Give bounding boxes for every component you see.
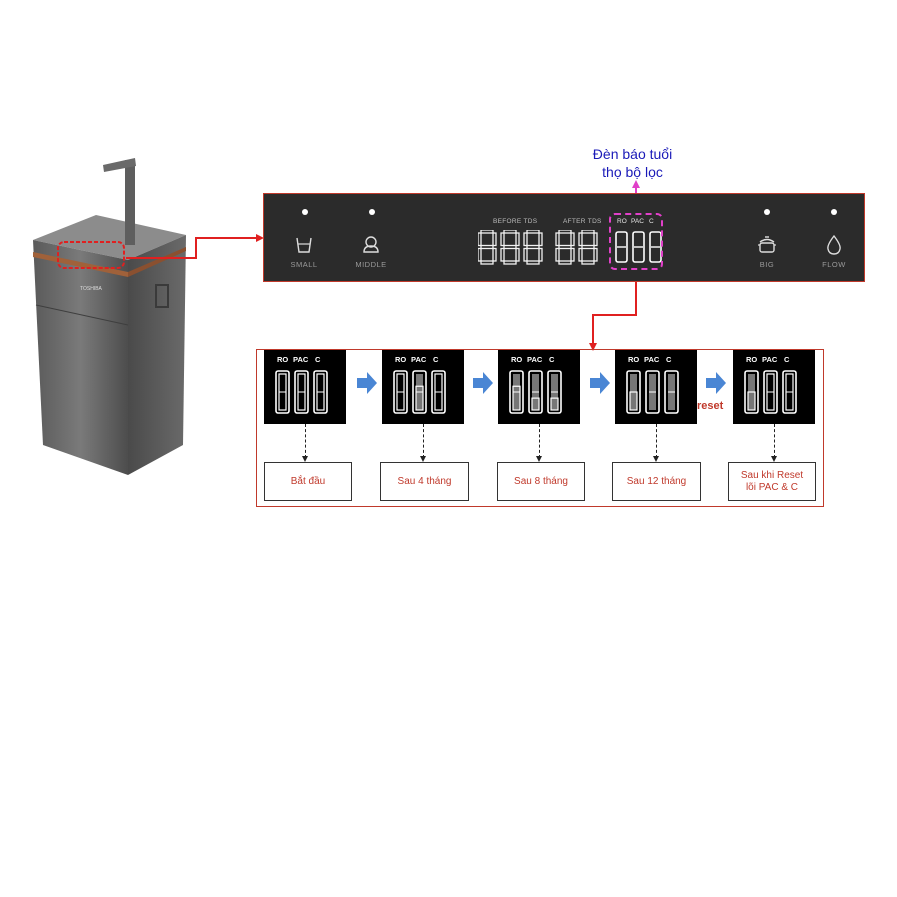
filter-gauge <box>547 370 562 414</box>
filter-gauge <box>528 370 543 414</box>
droplet-icon[interactable] <box>825 234 843 256</box>
stage-dashed-arrow <box>774 424 775 458</box>
kettle-icon[interactable] <box>361 234 381 254</box>
stage-indicator-panel: RO PAC C <box>733 350 815 424</box>
stage-dashed-arrow <box>305 424 306 458</box>
pot-icon[interactable] <box>756 234 778 256</box>
annotation-line-1: Đèn báo tuổi <box>592 146 673 162</box>
before-tds-label: BEFORE TDS <box>493 218 538 225</box>
stage-indicator-label: PAC <box>293 355 309 364</box>
stage-indicator-label: RO <box>511 355 523 364</box>
stage-transition-arrow <box>590 372 610 394</box>
stage-indicator-label: PAC <box>762 355 778 364</box>
stage-indicator-panel: RO PAC C <box>498 350 580 424</box>
filter-gauge <box>664 370 679 414</box>
stage-dashed-arrow <box>539 424 540 458</box>
stage-indicator-label: RO <box>395 355 407 364</box>
filter-gauge <box>431 370 446 414</box>
indicator-highlight <box>609 213 663 270</box>
stage-label-line: Sau khi Reset <box>740 469 804 481</box>
big-label[interactable]: BIG <box>759 260 775 269</box>
stage-dashed-arrow-head <box>536 456 542 462</box>
stage-dashed-arrow-head <box>420 456 426 462</box>
filter-gauge <box>509 370 524 414</box>
control-panel: SMALL MIDDLE BEFORE TDS AFTER TDS RO PAC… <box>263 193 865 282</box>
stage-dashed-arrow <box>656 424 657 458</box>
filter-life-timeline <box>256 349 824 507</box>
panel-highlight <box>57 241 125 269</box>
stage-indicator-label: C <box>315 355 321 364</box>
stage-indicator-panel: RO PAC C <box>615 350 697 424</box>
stage-label-box: Sau 8 tháng <box>497 462 585 501</box>
seven-segment-digit <box>478 230 497 265</box>
stage-indicator-label: C <box>784 355 790 364</box>
filter-gauge <box>294 370 309 414</box>
stage-transition-arrow <box>706 372 726 394</box>
small-label[interactable]: SMALL <box>290 260 318 269</box>
stage-indicator-panel: RO PAC C <box>382 350 464 424</box>
filter-gauge <box>626 370 641 414</box>
flow-label[interactable]: FLOW <box>822 260 846 269</box>
seven-segment-digit <box>523 230 543 265</box>
filter-gauge <box>645 370 660 414</box>
stage-label-box: Sau 4 tháng <box>380 462 469 501</box>
stage-indicator-label: C <box>549 355 555 364</box>
filter-gauge-remaining <box>531 397 540 411</box>
stage-dashed-arrow-head <box>771 456 777 462</box>
stage-dashed-arrow-head <box>653 456 659 462</box>
filter-gauge-remaining <box>550 397 559 411</box>
small-led <box>302 209 308 215</box>
stage-indicator-label: RO <box>746 355 758 364</box>
filter-life-annotation: Đèn báo tuổi thọ bộ lọc <box>575 145 690 181</box>
stage-indicator-panel: RO PAC C <box>264 350 346 424</box>
stage-indicator-label: PAC <box>527 355 543 364</box>
seven-segment-digit <box>578 230 598 265</box>
cup-icon[interactable] <box>294 235 314 255</box>
filter-life-indicator <box>615 231 662 263</box>
stage-indicator-label: C <box>666 355 672 364</box>
c-label: C <box>649 218 654 225</box>
middle-label[interactable]: MIDDLE <box>355 260 387 269</box>
reset-label: reset <box>697 400 724 412</box>
middle-led <box>369 209 375 215</box>
seven-segment-digit <box>555 230 575 265</box>
stage-indicator-label: PAC <box>411 355 427 364</box>
pac-label: PAC <box>631 218 644 225</box>
stage-dashed-arrow <box>423 424 424 458</box>
stage-transition-arrow <box>357 372 377 394</box>
filter-gauge <box>412 370 427 414</box>
filter-gauge <box>763 370 778 414</box>
annotation-line-2: thọ bộ lọc <box>602 164 663 180</box>
filter-gauge-remaining <box>415 385 424 411</box>
stage-dashed-arrow-head <box>302 456 308 462</box>
filter-gauge <box>275 370 290 414</box>
stage-indicator-label: RO <box>277 355 289 364</box>
filter-gauge <box>744 370 759 414</box>
filter-gauge <box>393 370 408 414</box>
stage-indicator-label: C <box>433 355 439 364</box>
ro-label: RO <box>617 218 627 225</box>
after-tds-label: AFTER TDS <box>563 218 602 225</box>
tds-digit-display <box>478 230 598 265</box>
filter-gauge <box>782 370 797 414</box>
big-led <box>764 209 770 215</box>
flow-led <box>831 209 837 215</box>
stage-indicator-label: PAC <box>644 355 660 364</box>
filter-gauge-remaining <box>512 385 521 411</box>
filter-gauge <box>313 370 328 414</box>
stage-indicator-label: RO <box>628 355 640 364</box>
stage-label-box: Sau 12 tháng <box>612 462 701 501</box>
seven-segment-digit <box>500 230 520 265</box>
brand-logo: TOSHIBA <box>80 286 103 292</box>
stage-transition-arrow <box>473 372 493 394</box>
stage-label-line: lõi PAC & C <box>745 481 799 493</box>
stage-label-box: Bắt đầu <box>264 462 352 501</box>
water-purifier-image: TOSHIBA <box>33 158 186 475</box>
